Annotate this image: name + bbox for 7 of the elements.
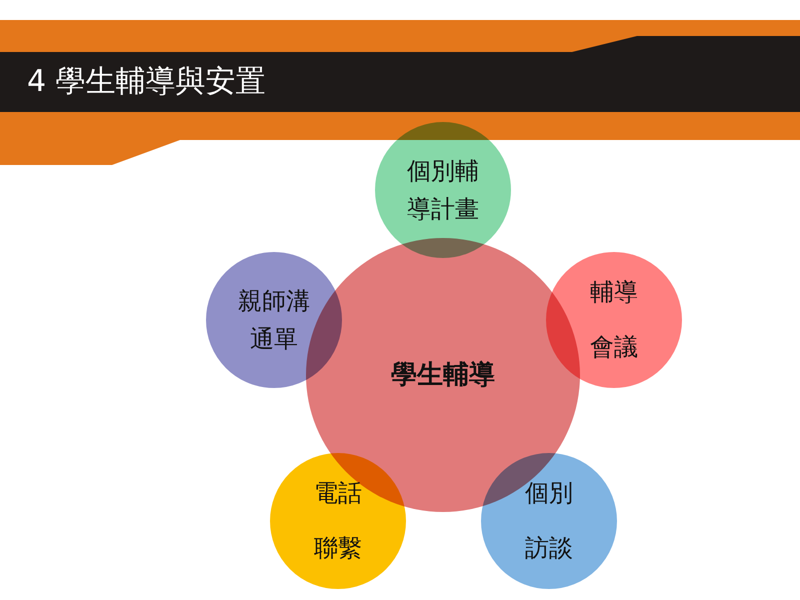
slide-title: 4 學生輔導與安置: [27, 63, 266, 101]
circle-label: 輔導會議: [589, 277, 639, 363]
circle-label: 學生輔導: [390, 360, 496, 390]
circle-label: 親師溝通單: [237, 286, 311, 355]
circle-label: 個別輔導計畫: [406, 156, 480, 225]
circle-label: 電話聯繫: [313, 478, 363, 564]
circle-label: 個別訪談: [524, 478, 574, 564]
